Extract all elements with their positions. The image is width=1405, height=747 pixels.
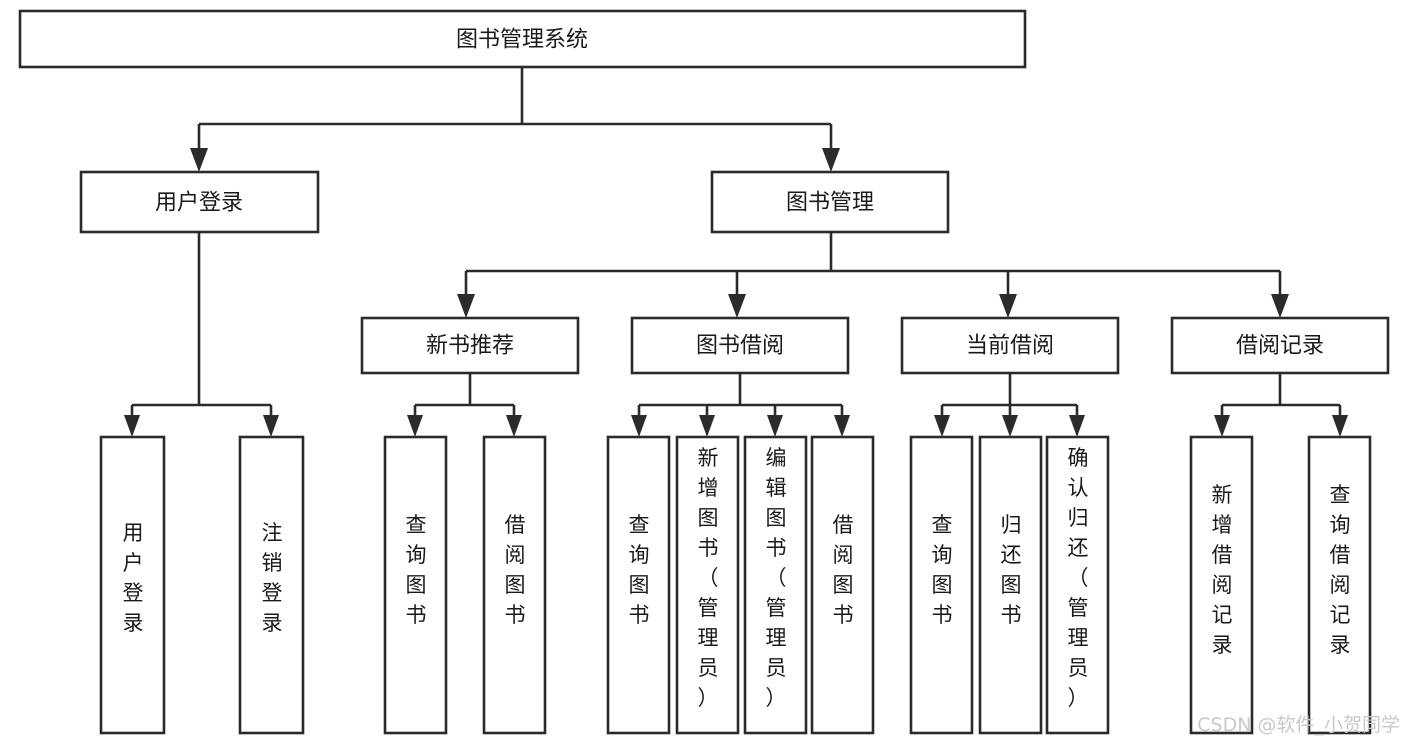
arrow-icon-leaf-borrow-book-1 xyxy=(506,415,522,437)
node-root-label: 图书管理系统 xyxy=(456,28,588,53)
node-leaf-add-record-box[interactable] xyxy=(1189,435,1254,735)
connectors-current-borrow-leaves xyxy=(934,373,1085,437)
node-leaf-logout-label: 注销登录 xyxy=(262,521,283,635)
arrow-icon-leaf-add-book xyxy=(699,415,715,437)
arrow-icon-borrow-record xyxy=(1271,294,1289,318)
connectors-root-to-level2 xyxy=(190,67,840,172)
node-leaf-add-record-label: 新增借阅记录 xyxy=(1212,483,1233,657)
node-user-login[interactable]: 用户登录 xyxy=(79,170,320,234)
node-leaf-query-book-3-box[interactable] xyxy=(909,435,974,735)
node-leaf-query-book-1-box[interactable] xyxy=(383,435,448,735)
node-book-manage[interactable]: 图书管理 xyxy=(710,170,950,234)
node-leaf-query-record-label: 查询借阅记录 xyxy=(1330,483,1351,657)
node-book-borrow-box[interactable] xyxy=(630,316,850,375)
arrow-icon-leaf-confirm-return xyxy=(1069,415,1085,437)
watermark: CSDN @软件_小贺同学 xyxy=(1197,714,1400,736)
node-leaf-user-login[interactable]: 用户登录 xyxy=(99,435,166,735)
connectors-book-borrow-leaves xyxy=(631,373,850,437)
node-leaf-add-book-box[interactable] xyxy=(675,435,740,735)
node-leaf-query-book-3[interactable]: 查询图书 xyxy=(909,435,974,735)
node-leaf-borrow-book-2[interactable]: 借阅图书 xyxy=(810,435,875,735)
node-leaf-borrow-book-1[interactable]: 借阅图书 xyxy=(482,435,547,735)
node-book-manage-box[interactable] xyxy=(710,170,950,234)
arrow-icon-new-book xyxy=(457,294,475,318)
node-book-borrow-label: 图书借阅 xyxy=(696,334,784,359)
node-current-borrow-box[interactable] xyxy=(900,316,1120,375)
node-borrow-record-label: 借阅记录 xyxy=(1236,334,1324,359)
node-new-book-recommend[interactable]: 新书推荐 xyxy=(360,316,580,375)
arrow-icon-leaf-edit-book xyxy=(767,415,783,437)
arrow-icon-leaf-query-book-2 xyxy=(631,415,647,437)
node-user-login-box[interactable] xyxy=(79,170,320,234)
node-leaf-query-book-2[interactable]: 查询图书 xyxy=(606,435,671,735)
node-book-borrow[interactable]: 图书借阅 xyxy=(630,316,850,375)
arrow-icon-leaf-logout xyxy=(263,415,279,437)
arrow-icon-leaf-borrow-book-2 xyxy=(834,415,850,437)
node-new-book-recommend-label: 新书推荐 xyxy=(426,334,514,359)
node-leaf-confirm-return-label: 确认归还（管理员） xyxy=(1068,446,1089,710)
arrow-icon-current-borrow xyxy=(999,294,1017,318)
node-borrow-record[interactable]: 借阅记录 xyxy=(1170,316,1390,375)
connectors-level2-to-level3 xyxy=(457,232,1289,318)
node-leaf-add-record[interactable]: 新增借阅记录 xyxy=(1189,435,1254,735)
node-leaf-confirm-return[interactable]: 确认归还（管理员） xyxy=(1045,435,1110,735)
connectors-new-book-leaves xyxy=(407,373,522,437)
arrow-icon-leaf-add-record xyxy=(1214,415,1230,437)
arrow-icon-leaf-query-record xyxy=(1332,415,1348,437)
node-leaf-user-login-box[interactable] xyxy=(99,435,166,735)
node-leaf-query-record-box[interactable] xyxy=(1307,435,1372,735)
leaf-nodes: 用户登录 注销登录 查询图书 借阅图书 查询图书 新增图书（管理员） 编辑图书（… xyxy=(99,435,1372,735)
arrow-icon-book-borrow xyxy=(728,294,746,318)
node-leaf-query-book-2-label: 查询图书 xyxy=(629,513,650,627)
node-book-manage-label: 图书管理 xyxy=(786,191,874,216)
node-leaf-user-login-label: 用户登录 xyxy=(123,521,144,635)
node-current-borrow-label: 当前借阅 xyxy=(966,334,1054,359)
node-borrow-record-box[interactable] xyxy=(1170,316,1390,375)
node-leaf-add-book[interactable]: 新增图书（管理员） xyxy=(675,435,740,735)
node-root[interactable]: 图书管理系统 xyxy=(18,9,1027,69)
connectors-borrow-record-leaves xyxy=(1214,373,1348,437)
node-leaf-logout[interactable]: 注销登录 xyxy=(238,435,305,735)
node-leaf-borrow-book-2-box[interactable] xyxy=(810,435,875,735)
node-leaf-return-book-box[interactable] xyxy=(978,435,1043,735)
node-leaf-borrow-book-1-label: 借阅图书 xyxy=(505,513,526,627)
node-leaf-query-book-1[interactable]: 查询图书 xyxy=(383,435,448,735)
node-leaf-add-book-label: 新增图书（管理员） xyxy=(698,446,719,710)
arrow-icon-user-login xyxy=(190,148,208,172)
node-leaf-query-book-2-box[interactable] xyxy=(606,435,671,735)
node-leaf-query-book-3-label: 查询图书 xyxy=(932,513,953,627)
node-new-book-recommend-box[interactable] xyxy=(360,316,580,375)
node-leaf-logout-box[interactable] xyxy=(238,435,305,735)
node-leaf-query-record[interactable]: 查询借阅记录 xyxy=(1307,435,1372,735)
node-user-login-label: 用户登录 xyxy=(155,191,243,216)
node-leaf-edit-book-label: 编辑图书（管理员） xyxy=(766,446,787,710)
node-leaf-edit-book-box[interactable] xyxy=(743,435,808,735)
arrow-icon-leaf-query-book-3 xyxy=(934,415,950,437)
arrow-icon-leaf-return-book xyxy=(1002,415,1018,437)
node-leaf-query-book-1-label: 查询图书 xyxy=(406,513,427,627)
node-leaf-return-book-label: 归还图书 xyxy=(1001,513,1022,627)
node-leaf-borrow-book-2-label: 借阅图书 xyxy=(833,513,854,627)
node-leaf-edit-book[interactable]: 编辑图书（管理员） xyxy=(743,435,808,735)
node-root-box[interactable] xyxy=(18,9,1027,69)
node-leaf-return-book[interactable]: 归还图书 xyxy=(978,435,1043,735)
arrow-icon-book-manage xyxy=(822,148,840,172)
arrow-icon-leaf-query-book-1 xyxy=(407,415,423,437)
arrow-icon-leaf-user-login xyxy=(124,415,140,437)
connectors-user-login-leaves xyxy=(124,232,279,437)
node-current-borrow[interactable]: 当前借阅 xyxy=(900,316,1120,375)
node-leaf-confirm-return-box[interactable] xyxy=(1045,435,1110,735)
node-leaf-borrow-book-1-box[interactable] xyxy=(482,435,547,735)
